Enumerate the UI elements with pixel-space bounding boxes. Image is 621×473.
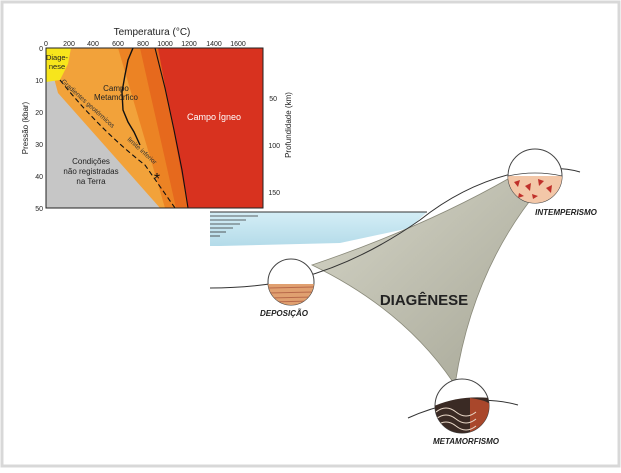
pressure-tick: 40	[35, 174, 43, 181]
nao-registradas-label-3: na Terra	[76, 177, 106, 186]
pressure-tick: 30	[35, 142, 43, 149]
intemperismo-label: INTEMPERISMO	[535, 208, 598, 217]
diagenese-center-label: DIAGÊNESE	[380, 291, 468, 309]
pressure-tick: 10	[35, 78, 43, 85]
temp-tick: 1000	[157, 41, 173, 48]
pressure-axis-label: Pressão (kbar)	[21, 101, 30, 154]
depth-axis-label: Profundidade (km)	[284, 92, 293, 158]
diagenese-label-2: nese	[49, 62, 65, 71]
sea-waves	[210, 215, 258, 237]
depth-tick: 100	[268, 143, 280, 150]
metamorfico-label-1: Campo	[103, 84, 129, 93]
weathering-fragments	[508, 172, 562, 203]
metamorfico-label-2: Metamórfico	[94, 93, 139, 102]
nao-registradas-label-1: Condições	[72, 157, 110, 166]
intemperismo-node: INTEMPERISMO	[507, 148, 598, 217]
pressure-tick: 0	[39, 46, 43, 53]
metamorfismo-label: METAMORFISMO	[433, 437, 500, 446]
pressure-tick: 50	[35, 206, 43, 213]
temp-tick: 1200	[181, 41, 197, 48]
igneo-label: Campo Ígneo	[187, 112, 241, 122]
sea-body	[210, 212, 427, 246]
temp-tick: 800	[137, 41, 149, 48]
temp-tick: 600	[112, 41, 124, 48]
chart-border	[45, 47, 264, 209]
temp-tick: 200	[63, 41, 75, 48]
metamorfismo-node: METAMORFISMO	[433, 378, 500, 446]
deposicao-label: DEPOSIÇÃO	[260, 309, 309, 318]
deposicao-node: DEPOSIÇÃO	[260, 258, 315, 318]
dry-solidus-curve	[154, 48, 189, 208]
nao-registradas-label-2: não registradas	[63, 167, 118, 176]
deposit-layers	[268, 284, 314, 305]
zone-diagenese	[46, 48, 71, 82]
phase-chart: Temperatura (°C) 0 200 400 600 800 1000 …	[21, 27, 293, 213]
pressure-tick: 20	[35, 110, 43, 117]
zone-metamorfico-dark	[140, 48, 188, 208]
diagenese-label-1: Diage-	[46, 53, 69, 62]
temp-tick: 0	[44, 41, 48, 48]
geothermal-limit-line	[59, 79, 176, 208]
temp-tick: 1400	[206, 41, 222, 48]
temp-tick: 1600	[230, 41, 246, 48]
wet-solidus-curve	[121, 48, 141, 146]
depth-axis: 50 100 150	[268, 96, 280, 197]
depth-tick: 50	[269, 96, 277, 103]
chart-zones	[46, 48, 263, 208]
temp-axis: 0 200 400 600 800 1000 1200 1400 1600	[44, 41, 246, 48]
rock-cycle: DIAGÊNESE INTEMPERISMO	[209, 148, 598, 446]
zone-igneo	[158, 48, 263, 208]
star-marker: *	[154, 171, 160, 188]
depth-tick: 150	[268, 190, 280, 197]
diagenese-triangle	[310, 171, 541, 387]
chart-title: Temperatura (°C)	[114, 27, 191, 38]
metamorphic-folds	[435, 397, 489, 433]
temp-tick: 400	[87, 41, 99, 48]
pressure-axis: 0 10 20 30 40 50	[35, 46, 43, 213]
